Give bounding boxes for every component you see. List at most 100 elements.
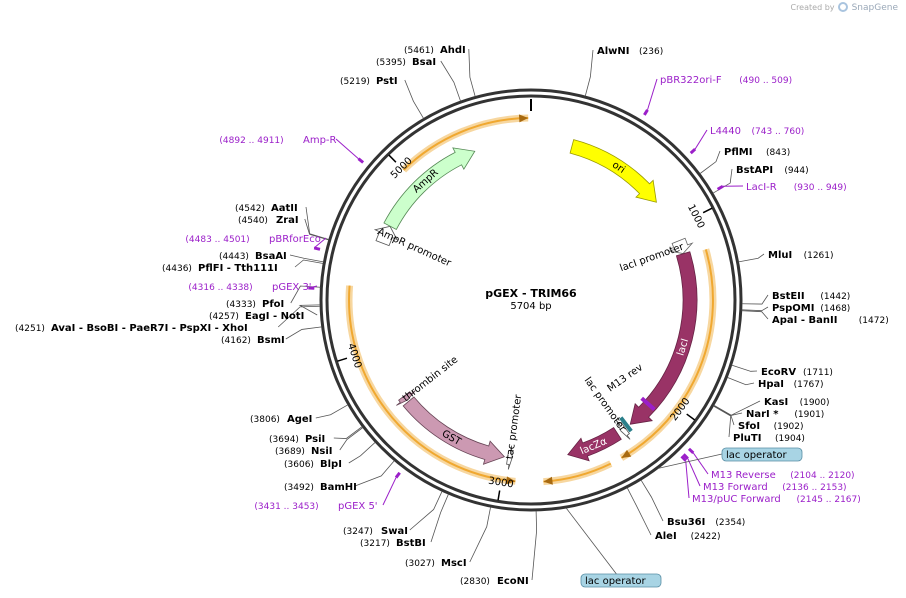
snapgene-credit: Created by SnapGene: [790, 2, 898, 13]
mark-m13-rev: [640, 396, 656, 412]
feature-arrow-lac-promoter[interactable]: [615, 419, 631, 440]
site-name[interactable]: PluTI: [733, 433, 761, 444]
site-name[interactable]: AhdI: [440, 45, 466, 56]
site-name[interactable]: BstBI: [396, 538, 426, 549]
site-name[interactable]: EcoRV: [761, 367, 796, 378]
site-name[interactable]: ApaI - BanII: [772, 315, 837, 326]
feature-arrow-laci-promoter[interactable]: [668, 237, 694, 255]
primer-name[interactable]: LacI-R: [746, 182, 777, 193]
site-name[interactable]: PsiI: [305, 434, 325, 445]
site-position: (1767): [794, 380, 824, 390]
box-leader: [565, 507, 622, 581]
orf-arrowhead: [505, 476, 516, 485]
site-position: (2830): [460, 577, 490, 587]
backbone-outer-strand: [319, 88, 743, 512]
feature-arrow-thrombin-site[interactable]: [396, 390, 416, 406]
site-name[interactable]: PflFI - Tth111I: [198, 263, 278, 274]
site-position: (1472): [859, 316, 889, 326]
site-name[interactable]: NsiI: [311, 446, 332, 457]
site-position: (1442): [820, 292, 850, 302]
primer-name[interactable]: pBR322ori-F: [660, 75, 722, 86]
site-name[interactable]: NarI *: [746, 409, 779, 420]
site-leader: [409, 491, 443, 531]
primer-name[interactable]: L4440: [710, 126, 741, 137]
site-name[interactable]: EcoNI: [497, 576, 529, 587]
primer-mark: [687, 447, 695, 455]
primer-mark: [643, 109, 649, 116]
site-name[interactable]: AleI: [655, 531, 677, 542]
site-name[interactable]: BsaI: [412, 57, 436, 68]
leader-layer: [277, 48, 769, 581]
snapgene-logo-icon: [838, 2, 849, 12]
site-name[interactable]: MscI: [441, 558, 467, 569]
site-name[interactable]: PstI: [376, 76, 398, 87]
site-leader: [285, 326, 322, 340]
lac-operator-label: lac operator: [726, 450, 787, 461]
site-leader: [626, 487, 652, 536]
lac-operator-box[interactable]: [721, 447, 803, 462]
site-position: (1904): [775, 434, 805, 444]
site-name[interactable]: BlpI: [320, 459, 342, 470]
primer-name[interactable]: M13 Forward: [703, 482, 768, 493]
site-position: (4540): [238, 216, 268, 226]
primer-mark: [680, 455, 687, 462]
primer-leader: [687, 458, 701, 487]
feature-label: tac promoter: [505, 393, 525, 460]
site-leader: [440, 60, 461, 102]
site-name[interactable]: HpaI: [758, 379, 784, 390]
site-leader: [348, 442, 376, 464]
site-name[interactable]: PfoI: [262, 299, 284, 310]
site-name[interactable]: PspOMI: [772, 303, 814, 314]
site-name[interactable]: AvaI - BsoBI - PaeR7I - PspXI - XhoI: [51, 323, 248, 334]
site-name[interactable]: AlwNI: [597, 46, 630, 57]
tick-label: 4000: [345, 342, 363, 370]
primer-position: (4316 .. 4338): [188, 283, 252, 293]
site-position: (1902): [774, 422, 804, 432]
site-name[interactable]: KasI: [764, 397, 788, 408]
site-position: (3689): [275, 447, 305, 457]
feature-arrow-ori[interactable]: [569, 139, 657, 203]
site-name[interactable]: SwaI: [381, 526, 408, 537]
site-leader: [699, 150, 721, 174]
site-leader: [294, 259, 324, 268]
site-position: (944): [784, 166, 808, 176]
feature-arrow-ampr[interactable]: [383, 147, 476, 231]
primer-name[interactable]: Amp-R: [303, 135, 337, 146]
site-name[interactable]: ZraI: [276, 215, 299, 226]
site-name[interactable]: BsaAI: [255, 251, 287, 262]
feature-arrow-tac-promoter[interactable]: [506, 445, 513, 470]
primer-name[interactable]: M13/pUC Forward: [692, 494, 781, 505]
site-name[interactable]: PflMI: [724, 147, 752, 158]
site-leader: [430, 494, 449, 543]
site-position: (4542): [235, 204, 265, 214]
site-name[interactable]: AatII: [271, 203, 298, 214]
site-leader: [354, 460, 395, 487]
site-position: (843): [766, 148, 790, 158]
site-name[interactable]: BstAPI: [736, 165, 773, 176]
primer-name[interactable]: pGEX 3': [272, 282, 312, 293]
site-name[interactable]: EagI - NotI: [245, 311, 304, 322]
site-name[interactable]: MluI: [768, 250, 792, 261]
backbone-inner-strand: [325, 94, 737, 506]
feature-arrow-gst[interactable]: [402, 396, 506, 465]
site-name[interactable]: BstEII: [772, 291, 805, 302]
primer-name[interactable]: M13 Reverse: [711, 470, 776, 481]
orf-arc: [402, 117, 529, 171]
site-name[interactable]: BsmI: [257, 335, 285, 346]
primer-name[interactable]: pBRforEco: [269, 234, 321, 245]
site-name[interactable]: Bsu36I: [667, 517, 705, 528]
site-name[interactable]: SfoI: [738, 421, 760, 432]
feature-arrow-laci[interactable]: [629, 251, 698, 425]
primer-leader: [313, 237, 327, 249]
primer-name[interactable]: pGEX 5': [338, 501, 378, 512]
site-leader: [315, 404, 349, 419]
site-name[interactable]: BamHI: [320, 482, 357, 493]
site-position: (2422): [691, 532, 721, 542]
primer-leader: [692, 452, 709, 475]
feature-arrow-lacz-[interactable]: [567, 427, 622, 462]
site-leader: [713, 405, 732, 438]
site-name[interactable]: AgeI: [287, 414, 312, 425]
lac-operator-box[interactable]: [580, 573, 662, 588]
feature-arrow-ampr-promoter[interactable]: [373, 225, 398, 247]
